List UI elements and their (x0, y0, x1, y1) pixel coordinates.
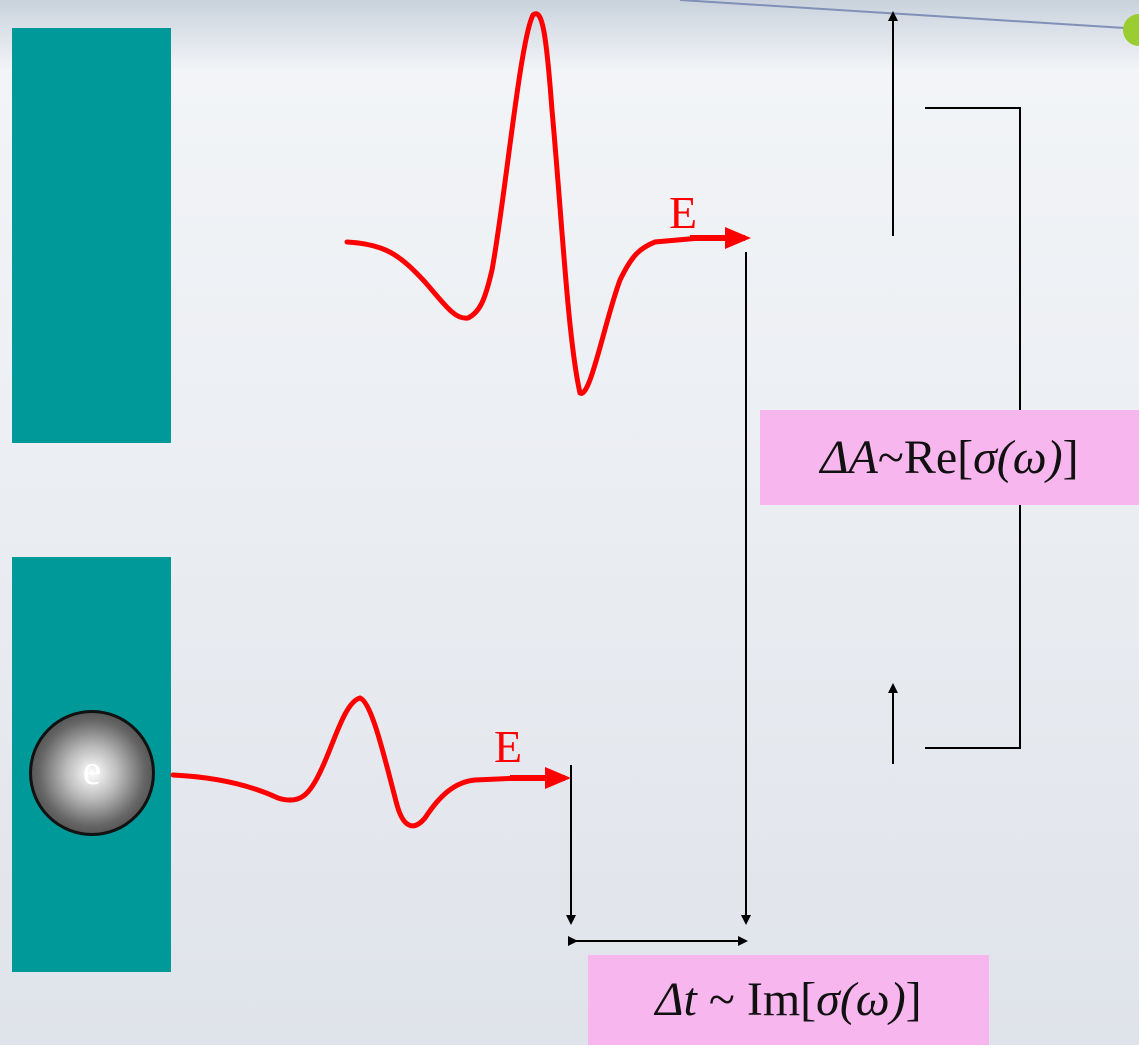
sample-slab-top (12, 28, 171, 443)
electron: e (29, 710, 155, 836)
transmitted-pulse-curve (344, 11, 703, 396)
transmitted-field-label: E (669, 187, 698, 238)
amplitude-relation: ~Re[ (877, 430, 974, 484)
amplitude-omega: (ω) (996, 430, 1063, 484)
amplitude-delta: ΔA (820, 430, 878, 484)
amplitude-equation-box: ΔA~Re[σ(ω)] (760, 410, 1139, 505)
time-delta: Δt (655, 973, 697, 1026)
time-close: ] (905, 973, 922, 1026)
reference-pulse-curve (170, 695, 523, 829)
reference-field-label: E (494, 721, 523, 772)
electron-label: e (82, 748, 102, 794)
time-sigma: σ (816, 973, 840, 1026)
time-equation-box: Δt ~ Im[σ(ω)] (588, 955, 989, 1045)
time-relation: ~ Im[ (696, 973, 817, 1026)
top-edge-dot (1123, 14, 1139, 46)
amplitude-sigma: σ (973, 430, 997, 484)
top-edge-line (679, 0, 1126, 29)
background-haze (0, 0, 1139, 70)
time-omega: (ω) (839, 973, 906, 1026)
amplitude-close: ] (1062, 430, 1079, 484)
